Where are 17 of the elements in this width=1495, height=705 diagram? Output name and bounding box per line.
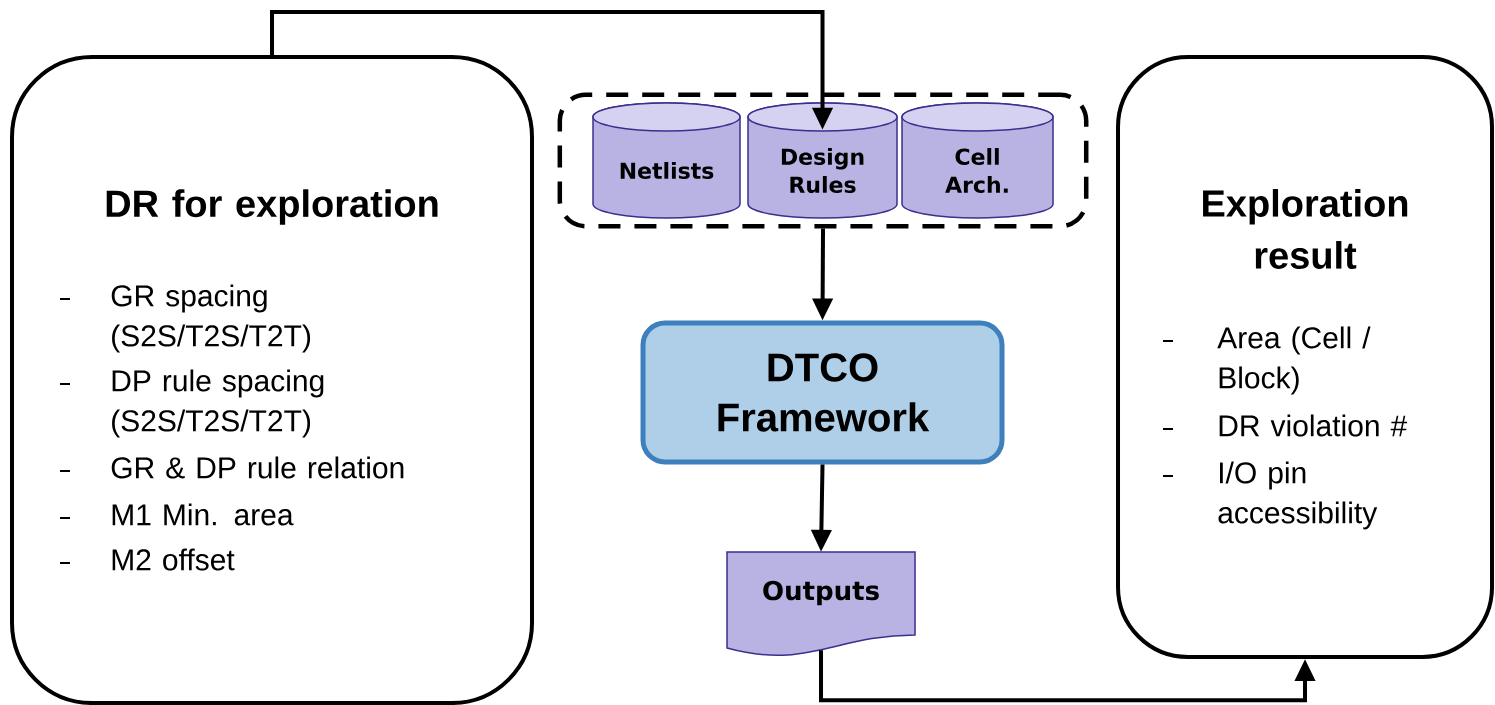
database-cylinder: Netlists <box>592 102 741 219</box>
panel-title: DR for exploration <box>106 189 438 225</box>
panel <box>10 55 534 705</box>
process-box: DTCO Framework <box>640 320 1005 465</box>
list-item: M1 Min. area <box>59 503 294 526</box>
list-item: DP rule spacing (S2S/T2S/T2T) <box>59 369 324 438</box>
list-item: M2 offset <box>59 548 235 571</box>
dashed-group-box <box>557 92 1089 229</box>
list-item: I/O pin accessibility <box>1162 461 1378 530</box>
list-item: GR & DP rule relation <box>59 456 404 479</box>
database-cylinder: Cell Arch. <box>901 102 1054 219</box>
list-item: DR violation # <box>1162 414 1408 437</box>
panel <box>1116 55 1494 659</box>
database-cylinder: Design Rules <box>747 102 898 219</box>
panel-title: Exploration result <box>1203 189 1408 269</box>
list-item: Area (Cell / Block) <box>1162 326 1371 395</box>
list-item: GR spacing (S2S/T2S/T2T) <box>59 284 311 353</box>
